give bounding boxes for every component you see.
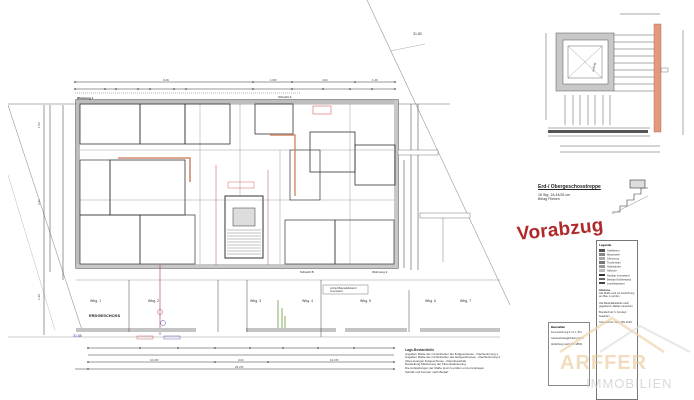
unit-label-5: Whg. 5	[360, 299, 372, 303]
svg-text:4.61: 4.61	[322, 78, 328, 82]
top-label-schacht: Schacht A	[278, 95, 292, 99]
notes-line: Abmessungen Entgeschosse - Raumhaushalt	[405, 358, 466, 363]
legend-title: Legende	[599, 243, 612, 247]
legend-item: Abbruch	[599, 269, 635, 273]
unit-label-7: Whg. 7	[460, 299, 472, 303]
svg-text:1.96³: 1.96³	[270, 78, 277, 82]
unit-label-4: Whg. 4	[302, 299, 314, 303]
unit-label-3: Whg. 3	[250, 299, 262, 303]
site-note: Abdichtung nach DIN 18531	[551, 343, 583, 347]
stair-wall-orange	[653, 23, 662, 133]
legend-item: Trockenbau	[599, 261, 635, 265]
legend-item: Bestand Außenwand	[599, 277, 635, 282]
notes-line: Die Aufstellungen der Maße sind zu prüfe…	[405, 365, 485, 370]
top-label-wohnung1: Wohnung 1	[77, 96, 94, 100]
svg-text:3.61: 3.61	[37, 199, 41, 205]
svg-text:Aufzug: Aufzug	[591, 62, 597, 72]
svg-text:1.26: 1.26	[372, 78, 378, 82]
notice-box-text: Lichter Bauteilabstand / Innenwand	[330, 287, 358, 293]
bottom-label-schacht: Schacht B	[300, 270, 314, 274]
stair-covering: Belag Fliesen	[538, 197, 560, 202]
top-elevation-label: 31.80	[413, 32, 422, 36]
remark: Schallschutz nach DIN 4109.	[599, 320, 633, 324]
watermark-subtitle: IMMOBILIEN	[586, 376, 673, 391]
svg-text:9.46: 9.46	[163, 78, 169, 82]
notes-section: Lage-Bestandteile Angaben Maße der mit E…	[405, 348, 515, 374]
legend-item: Stahlbeton	[599, 249, 635, 253]
legend-item: Mauerwerk	[599, 253, 635, 257]
stair-detail-title: Erd-/ Obergeschosstreppe	[538, 184, 601, 190]
bottom-dimension-chain	[75, 347, 394, 370]
site-note: Gebrauchstauglichkeit prüfen	[551, 337, 584, 341]
remark: Brandschutz lt. Konzept beachten.	[599, 311, 627, 318]
site-note: Kennzeichnung A / Z 1 / B 2	[551, 331, 582, 334]
bottom-label-wohnung2: Wohnung 2	[372, 270, 388, 274]
svg-text:1.99: 1.99	[37, 294, 41, 300]
unit-label-2: Whg. 2	[148, 299, 160, 303]
stair-detail-drawing: Aufzug	[545, 13, 684, 153]
svg-text:10.26³: 10.26³	[150, 358, 159, 362]
remarks-title: Hinweise	[599, 288, 611, 292]
stair-detail-info: 16 Stg. 18,44/26 cm Belag Fliesen	[538, 193, 570, 202]
legend-item: Neubau Innenwand	[599, 273, 635, 278]
building-walls	[75, 99, 399, 335]
svg-text:26.26³: 26.26³	[235, 365, 244, 369]
top-dimension-chain	[75, 81, 395, 94]
unit-label-6: Whg. 6	[425, 299, 437, 303]
notes-line: Angaben Maße der mit Einheiten der Erdge…	[405, 351, 499, 356]
legend-item: Leichtbauwand	[599, 281, 635, 286]
legend-item: Dämmung	[599, 257, 635, 261]
svg-text:1.53: 1.53	[37, 122, 41, 128]
floor-label: ERDGESCHOSS	[89, 313, 121, 318]
notes-line: Darstellung Markierung der Flurentwässer…	[405, 362, 466, 367]
watermark-brand: ARFFER	[560, 352, 648, 374]
svg-text:3.01: 3.01	[238, 358, 244, 362]
svg-text:10.26³: 10.26³	[330, 358, 339, 362]
notes-line: Sanitär und Fenster nach Bedarf	[405, 369, 449, 374]
legend-item: Holzständer	[599, 265, 635, 269]
unit-label-1: Whg. 1	[90, 299, 102, 303]
remark: Alle Bauteilabstände nach gegebenen Maße…	[599, 301, 634, 309]
green-marker	[277, 300, 286, 328]
red-marker-box	[312, 105, 332, 115]
remark: Alle Maße sind vor Ausführung am Bau zu …	[599, 292, 635, 299]
stair-section-drawing	[611, 179, 649, 215]
property-line	[366, 0, 511, 306]
site-notes-title: Baustellen	[551, 325, 566, 329]
bottom-elevation-label: 31.85	[73, 334, 82, 338]
notes-title: Lage-Bestandteile	[405, 348, 435, 352]
notes-line: Angaben Maße der mit Einheiten des Erdge…	[405, 355, 501, 360]
stair-steps: 16 Stg. 18,44/26 cm	[538, 193, 571, 197]
